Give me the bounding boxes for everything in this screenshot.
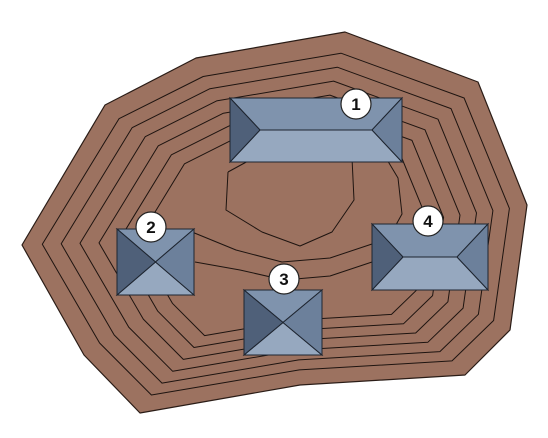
marker-label: 2 xyxy=(146,218,155,237)
marker-circle xyxy=(135,211,167,243)
marker-circle xyxy=(268,263,300,295)
building-2-marker: 2 xyxy=(135,211,167,243)
roof-face-east xyxy=(371,96,403,164)
roof-face-east xyxy=(456,222,489,292)
building-4-marker: 4 xyxy=(412,205,444,237)
contour-line xyxy=(385,157,403,233)
building-1-roof[interactable] xyxy=(228,96,404,164)
marker-circle xyxy=(340,88,372,120)
contour-line xyxy=(191,231,373,263)
buildings xyxy=(115,96,490,357)
roof-face-west xyxy=(116,227,157,297)
marker-circle xyxy=(412,205,444,237)
roof-face-east xyxy=(282,288,323,357)
marker-label: 3 xyxy=(279,270,288,289)
building-2-roof[interactable] xyxy=(115,227,196,297)
roof-face-west xyxy=(229,96,261,164)
building-3-roof[interactable] xyxy=(242,288,324,357)
building-1-marker: 1 xyxy=(340,88,372,120)
contour-line xyxy=(41,52,510,396)
roof-face-west xyxy=(371,222,404,292)
building-3-marker: 3 xyxy=(268,263,300,295)
contour-line xyxy=(98,94,461,360)
building-markers: 1 2 3 4 xyxy=(135,88,444,295)
roof-face-east xyxy=(154,227,195,297)
roof-face-west xyxy=(243,288,284,357)
marker-label: 4 xyxy=(423,212,433,231)
marker-label: 1 xyxy=(351,95,360,114)
contour-line xyxy=(79,80,477,372)
contour-line xyxy=(60,66,494,384)
